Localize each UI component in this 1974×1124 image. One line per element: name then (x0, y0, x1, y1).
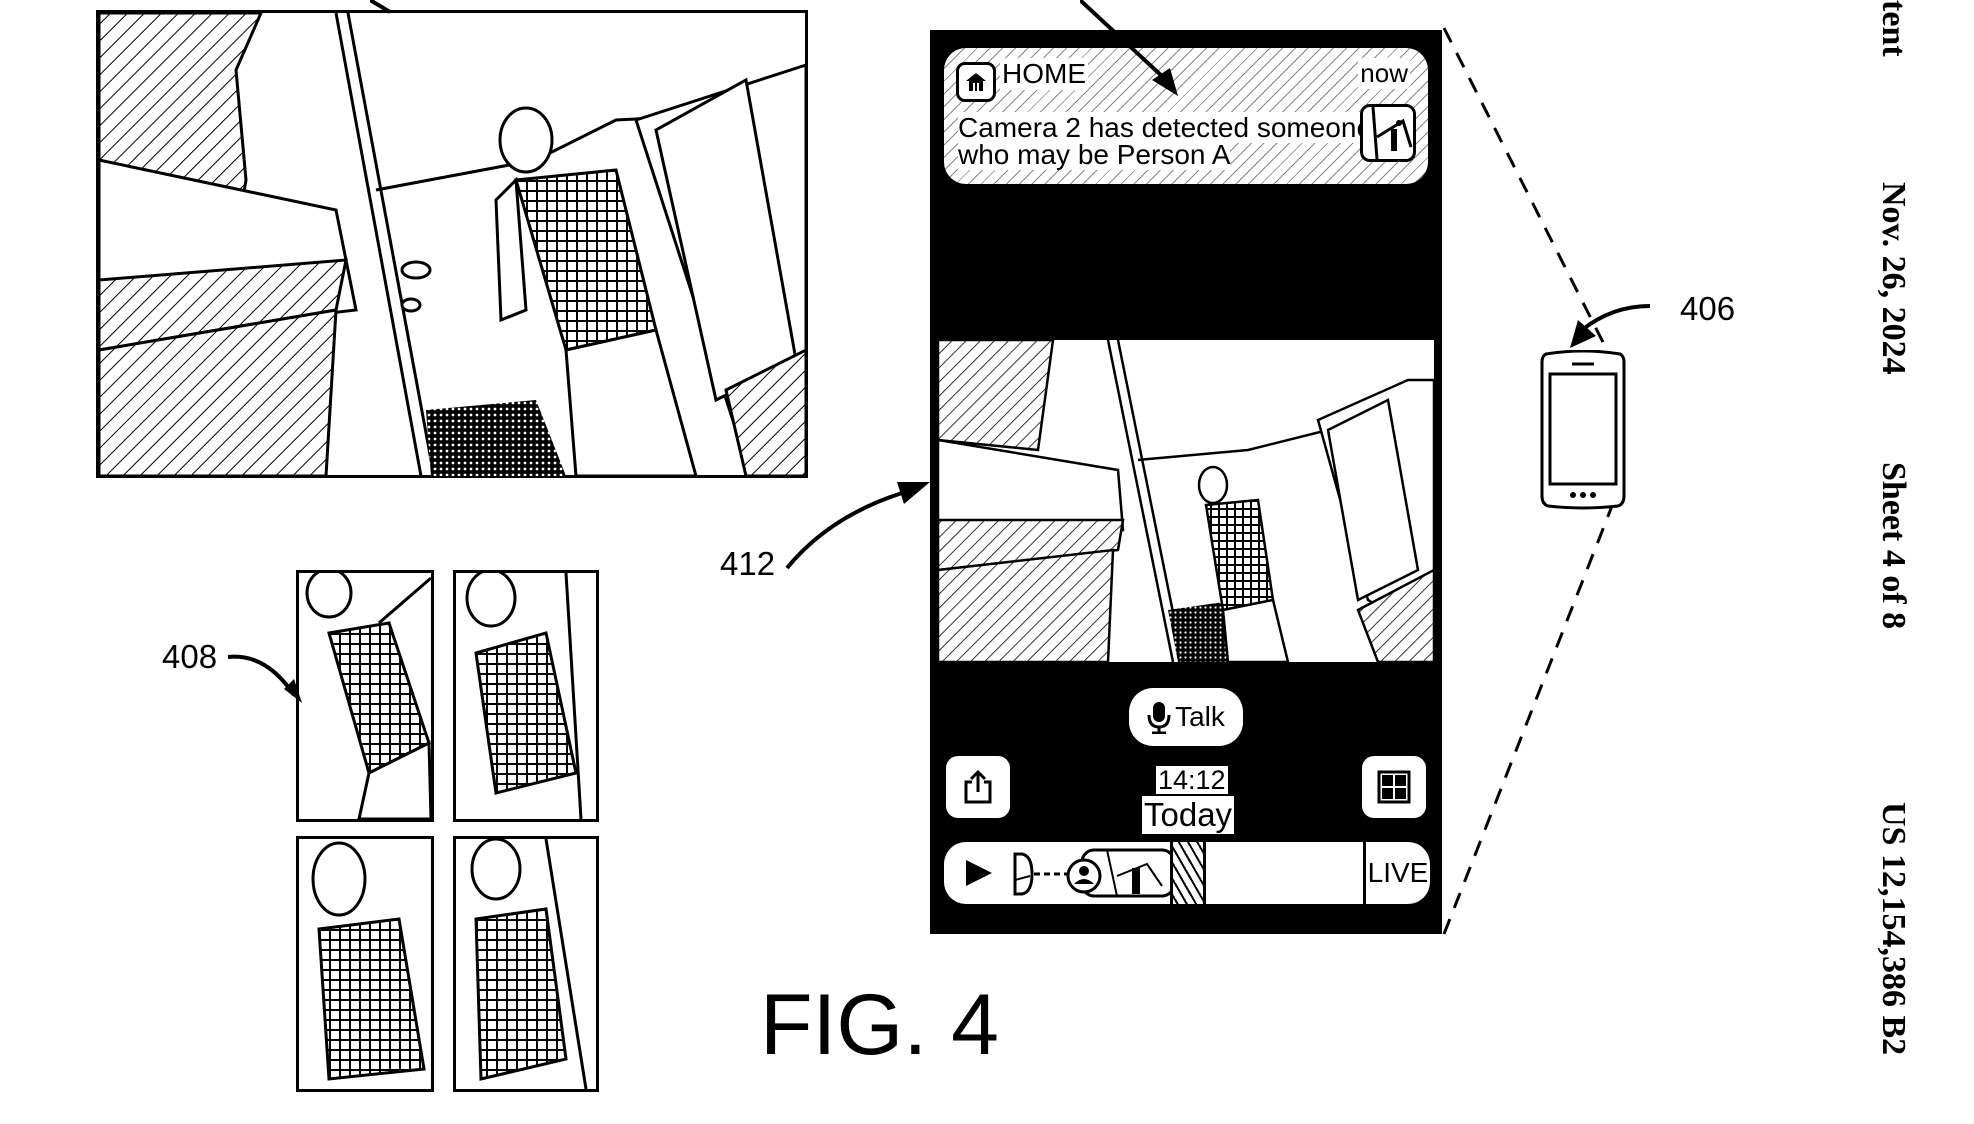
timeline-scrubber[interactable] (1170, 842, 1206, 904)
camera-snapshot-icon (1360, 104, 1416, 162)
notification-message-line2: who may be Person A (958, 139, 1231, 170)
leader-arrow (1080, 0, 1178, 96)
ref-label-406: 406 (1680, 290, 1736, 327)
live-label: LIVE (1367, 857, 1429, 888)
ref-label-408: 408 (162, 638, 218, 675)
side-sheet: Sheet 4 of 8 (1875, 462, 1912, 630)
share-icon (963, 770, 993, 804)
grid-view-button[interactable] (1362, 756, 1426, 818)
share-button[interactable] (946, 756, 1010, 818)
thumbnail-3[interactable] (296, 836, 434, 1092)
talk-label: Talk (1175, 701, 1225, 732)
notification-app-name: HOME (1000, 58, 1088, 90)
phone-screen: HOME now Camera 2 has detected someone w… (930, 0, 1442, 934)
notification-message-line1: Camera 2 has detected someone (958, 112, 1373, 143)
microphone-icon (1147, 700, 1171, 734)
side-date: Nov. 26, 2024 (1875, 182, 1912, 375)
ref-arrow-412 (785, 482, 930, 570)
ref-label-412: 412 (720, 545, 776, 582)
ref-arrow-406 (1570, 304, 1651, 348)
thumbnail-1[interactable] (296, 570, 434, 822)
side-partial-title: tent (1875, 0, 1912, 57)
live-button[interactable]: LIVE (1363, 842, 1430, 904)
home-icon (956, 62, 996, 102)
side-patent-number: US 12,154,386 B2 (1875, 802, 1912, 1056)
timestamp-day: Today (1142, 796, 1235, 834)
talk-button[interactable]: Talk (1129, 688, 1243, 746)
notification-time: now (1358, 58, 1410, 89)
grid-view-icon (1377, 770, 1411, 804)
event-timeline[interactable]: LIVE (944, 842, 1430, 904)
figure-label: FIG. 4 (760, 977, 999, 1073)
door-event-icon[interactable] (1012, 852, 1072, 896)
projection-lines (1442, 27, 1614, 935)
live-video-feed[interactable] (938, 340, 1434, 662)
notification-banner[interactable]: HOME now Camera 2 has detected someone w… (944, 48, 1428, 184)
play-icon[interactable] (964, 858, 994, 888)
timestamp-time: 14:12 (1156, 765, 1228, 795)
camera-frame-large (96, 10, 808, 478)
mobile-device (1540, 350, 1626, 510)
thumbnail-2[interactable] (453, 570, 599, 822)
notification-message: Camera 2 has detected someone who may be… (958, 112, 1373, 170)
leader-arrow (370, 0, 392, 14)
ref-arrow-408 (227, 654, 302, 703)
thumbnail-4[interactable] (453, 836, 599, 1092)
